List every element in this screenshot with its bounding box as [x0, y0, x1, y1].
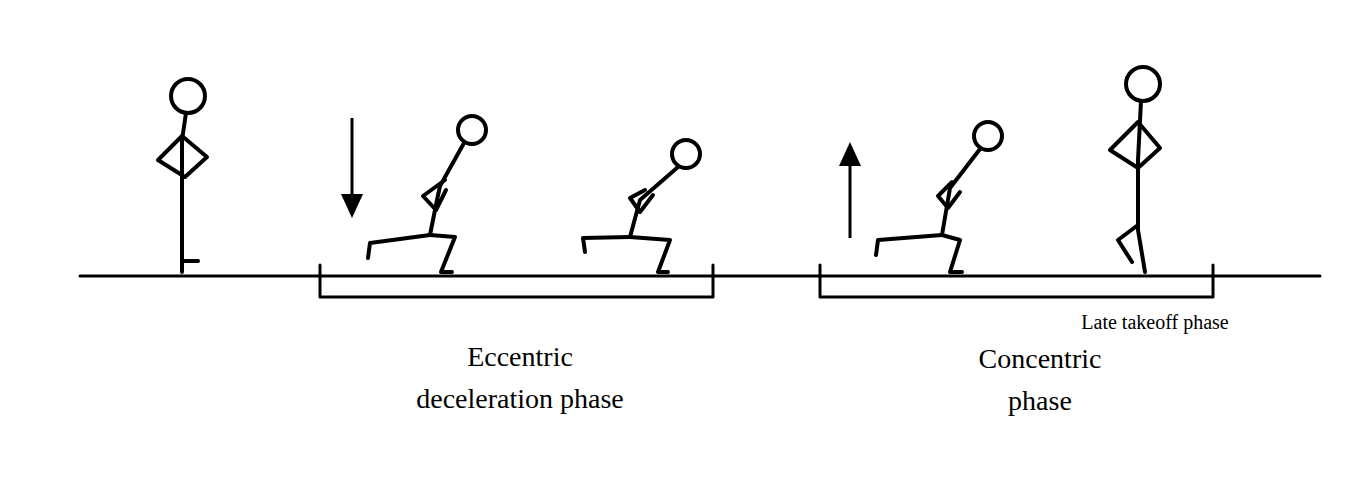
up-arrow-head	[839, 142, 861, 166]
bent-leg	[1118, 225, 1138, 262]
front-leg	[430, 235, 455, 272]
phase-bracket	[820, 265, 1213, 297]
head	[171, 79, 205, 113]
direction-arrows	[341, 118, 861, 238]
arms	[1110, 122, 1160, 168]
head	[1126, 67, 1160, 101]
label-holder: Late takeoff phase	[1081, 309, 1228, 335]
front-leg	[942, 235, 962, 272]
arms	[630, 190, 653, 212]
deep-squat-figure	[583, 140, 700, 272]
down-arrow-shaft	[351, 118, 354, 196]
head	[672, 140, 700, 168]
ground-and-brackets	[80, 265, 1320, 297]
back-leg	[368, 235, 430, 258]
back-leg	[583, 237, 630, 252]
phase-label: Late takeoff phase	[1081, 309, 1228, 335]
back-leg	[876, 235, 942, 255]
label-holder: Eccentric deceleration phase	[405, 336, 635, 420]
phase-label: Concentric phase	[960, 338, 1120, 422]
standing-figure	[158, 79, 207, 272]
stick-figures	[158, 67, 1160, 272]
head	[458, 116, 486, 144]
arms	[938, 182, 960, 208]
foot	[183, 259, 198, 263]
phase-bracket	[320, 265, 713, 297]
front-leg	[630, 237, 670, 272]
down-arrow-head	[341, 194, 363, 218]
label-holder: Concentric phase	[960, 338, 1120, 422]
ground-line	[80, 275, 1320, 278]
phase-label: Eccentric deceleration phase	[405, 336, 635, 420]
takeoff-figure	[1110, 67, 1160, 272]
arms	[158, 136, 207, 177]
crouching-figure	[368, 116, 486, 272]
arms	[423, 180, 446, 210]
torso	[630, 167, 678, 237]
rising-figure	[876, 122, 1002, 272]
up-arrow-shaft	[849, 164, 852, 238]
head	[974, 122, 1002, 150]
